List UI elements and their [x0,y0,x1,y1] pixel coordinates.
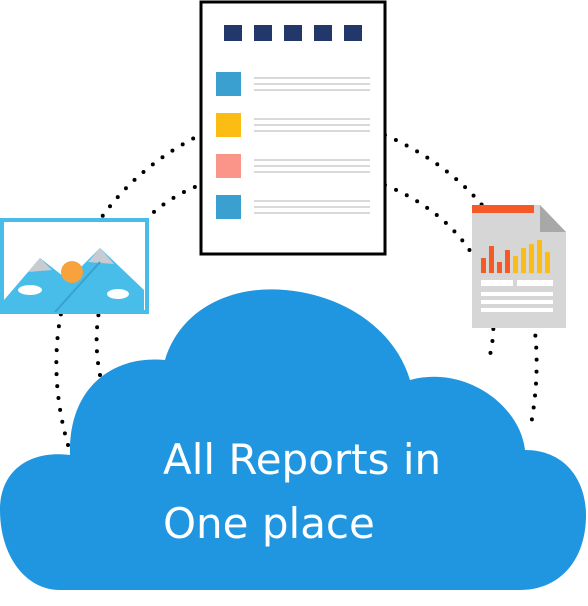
document-row-line [254,159,370,161]
document-row-line [254,118,370,120]
file-fold [540,205,566,232]
document-row-line [254,165,370,167]
mountain-snow-left [28,258,52,272]
document-row-line [254,130,370,132]
document-row-line [254,206,370,208]
document-header-block [224,25,242,41]
document-row-line [254,212,370,214]
file-header-bar [472,205,534,213]
document-header-blocks [224,25,362,41]
document-row-line [254,77,370,79]
report-document [199,0,387,256]
cloud-caption-line-2: One place [163,499,375,548]
document-header-block [254,25,272,41]
sun-icon [61,261,83,283]
yellow-square-icon [216,113,241,137]
document-header-block [314,25,332,41]
cloud-caption-line-1: All Reports in [163,435,441,484]
document-row-line [254,200,370,202]
document-header-block [344,25,362,41]
cloud-shape [0,289,586,590]
blue-square-icon [216,195,241,219]
document-row-line [254,171,370,173]
file-text-lines [481,280,553,312]
document-header-block [284,25,302,41]
document-row-line [254,83,370,85]
image-icon [0,218,149,314]
mountain-snow-right [88,248,114,264]
document-row-line [254,124,370,126]
small-cloud-icon [18,285,42,295]
file-bar-chart [481,240,550,273]
salmon-square-icon [216,154,241,178]
chart-file-icon [472,205,566,328]
document-row-line [254,89,370,91]
image-diagonal [54,261,101,313]
document-rows [216,72,370,219]
small-cloud-icon-2 [107,289,129,299]
file-page [472,205,566,328]
blue-square-icon [216,72,241,96]
